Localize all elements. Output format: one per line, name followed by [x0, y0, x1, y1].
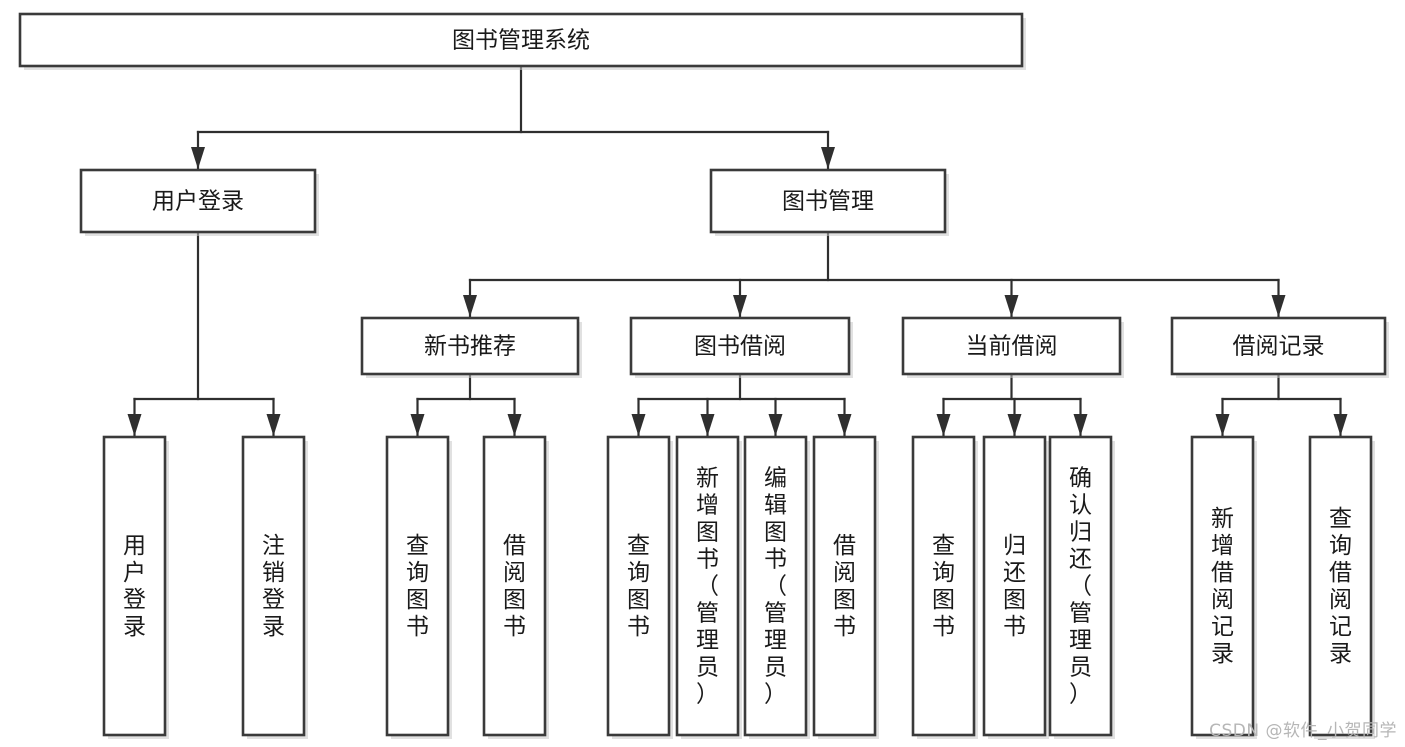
- node-rect[interactable]: [18, 12, 1024, 68]
- watermark-label: CSDN @软件_小贺同学: [1209, 721, 1397, 741]
- connector-group-新书推荐: [410, 372, 522, 438]
- node-leaf-6-编辑图书-管理员[interactable]: 编辑图书（管理员）: [743, 435, 810, 739]
- arrow-head-icon: [733, 295, 747, 317]
- node-label: 归还图书: [1003, 533, 1026, 640]
- node-rect[interactable]: [911, 435, 976, 737]
- node-leaf-9-归还图书[interactable]: 归还图书: [982, 435, 1049, 739]
- arrow-head-icon: [1215, 414, 1230, 436]
- node-label: 图书管理: [782, 189, 874, 215]
- arrow-head-icon: [191, 147, 205, 169]
- node-l3-2-当前借阅[interactable]: 当前借阅: [901, 316, 1124, 378]
- node-rect[interactable]: [385, 435, 450, 737]
- node-leaf-4-查询图书[interactable]: 查询图书: [606, 435, 673, 739]
- node-label: 用户登录: [123, 533, 146, 640]
- node-rect[interactable]: [1170, 316, 1387, 376]
- node-label: 借阅图书: [833, 533, 856, 640]
- node-rect[interactable]: [812, 435, 877, 737]
- node-label: 确认归还（管理员）: [1069, 466, 1092, 708]
- connector-group-借阅记录: [1215, 372, 1348, 438]
- arrow-head-icon: [1271, 295, 1286, 317]
- arrow-head-icon: [1073, 414, 1088, 436]
- node-l2-0-用户登录[interactable]: 用户登录: [79, 168, 319, 236]
- node-rect[interactable]: [629, 316, 851, 376]
- node-root-0-图书管理系统[interactable]: 图书管理系统: [18, 12, 1026, 70]
- node-rect[interactable]: [241, 435, 306, 737]
- arrow-head-icon: [507, 414, 522, 436]
- node-label: 查询图书: [932, 533, 955, 640]
- node-layer: 图书管理系统用户登录图书管理新书推荐图书借阅当前借阅借阅记录用户登录注销登录查询…: [18, 12, 1389, 739]
- node-label: 当前借阅: [966, 334, 1058, 360]
- arrow-head-icon: [266, 414, 281, 436]
- node-leaf-3-借阅图书[interactable]: 借阅图书: [482, 435, 549, 739]
- node-rect[interactable]: [982, 435, 1047, 737]
- node-rect[interactable]: [482, 435, 547, 737]
- node-label: 新增图书（管理员）: [696, 466, 719, 708]
- node-leaf-5-新增图书-管理员[interactable]: 新增图书（管理员）: [675, 435, 742, 739]
- arrow-head-icon: [768, 414, 783, 436]
- node-label: 查询借阅记录: [1329, 506, 1352, 667]
- node-rect[interactable]: [901, 316, 1122, 376]
- node-rect[interactable]: [1308, 435, 1373, 737]
- node-rect[interactable]: [79, 168, 317, 234]
- node-rect[interactable]: [675, 435, 740, 737]
- node-l3-1-图书借阅[interactable]: 图书借阅: [629, 316, 853, 378]
- connector-group-book-mgmt: [463, 230, 1286, 319]
- node-rect[interactable]: [709, 168, 947, 234]
- node-rect[interactable]: [1190, 435, 1255, 737]
- node-leaf-2-查询图书[interactable]: 查询图书: [385, 435, 452, 739]
- node-label: 借阅记录: [1233, 334, 1325, 360]
- node-rect[interactable]: [360, 316, 580, 376]
- arrow-head-icon: [1004, 295, 1019, 317]
- arrow-head-icon: [936, 414, 951, 436]
- node-l3-0-新书推荐[interactable]: 新书推荐: [360, 316, 582, 378]
- node-rect[interactable]: [1048, 435, 1113, 737]
- connector-group-当前借阅: [936, 372, 1088, 438]
- node-label: 编辑图书（管理员）: [764, 466, 787, 708]
- node-rect[interactable]: [743, 435, 808, 737]
- node-leaf-12-查询借阅记录[interactable]: 查询借阅记录: [1308, 435, 1375, 739]
- node-leaf-1-注销登录[interactable]: 注销登录: [241, 435, 308, 739]
- node-l2-1-图书管理[interactable]: 图书管理: [709, 168, 949, 236]
- arrow-head-icon: [1333, 414, 1348, 436]
- node-label: 图书借阅: [694, 334, 786, 360]
- arrow-head-icon: [821, 147, 835, 169]
- arrow-head-icon: [127, 414, 142, 436]
- node-label: 注销登录: [262, 533, 285, 640]
- arrow-head-icon: [700, 414, 715, 436]
- connector-group-user-login: [127, 230, 281, 438]
- node-label: 查询图书: [627, 533, 650, 640]
- connector-group-root: [191, 64, 835, 171]
- connector-group-图书借阅: [631, 372, 852, 438]
- node-rect[interactable]: [606, 435, 671, 737]
- edge-layer: [127, 64, 1348, 438]
- node-label: 新书推荐: [424, 334, 516, 360]
- node-label: 借阅图书: [503, 533, 526, 640]
- node-l3-3-借阅记录[interactable]: 借阅记录: [1170, 316, 1389, 378]
- node-leaf-8-查询图书[interactable]: 查询图书: [911, 435, 978, 739]
- node-leaf-10-确认归还-管理员[interactable]: 确认归还（管理员）: [1048, 435, 1115, 739]
- node-leaf-11-新增借阅记录[interactable]: 新增借阅记录: [1190, 435, 1257, 739]
- arrow-head-icon: [410, 414, 425, 436]
- node-label: 用户登录: [152, 189, 244, 215]
- arrow-head-icon: [837, 414, 852, 436]
- node-label: 新增借阅记录: [1211, 506, 1234, 667]
- arrow-head-icon: [1007, 414, 1022, 436]
- arrow-head-icon: [463, 295, 477, 317]
- arrow-head-icon: [631, 414, 646, 436]
- node-label: 查询图书: [406, 533, 429, 640]
- node-leaf-7-借阅图书[interactable]: 借阅图书: [812, 435, 879, 739]
- node-label: 图书管理系统: [452, 28, 590, 54]
- node-rect[interactable]: [102, 435, 167, 737]
- node-leaf-0-用户登录[interactable]: 用户登录: [102, 435, 169, 739]
